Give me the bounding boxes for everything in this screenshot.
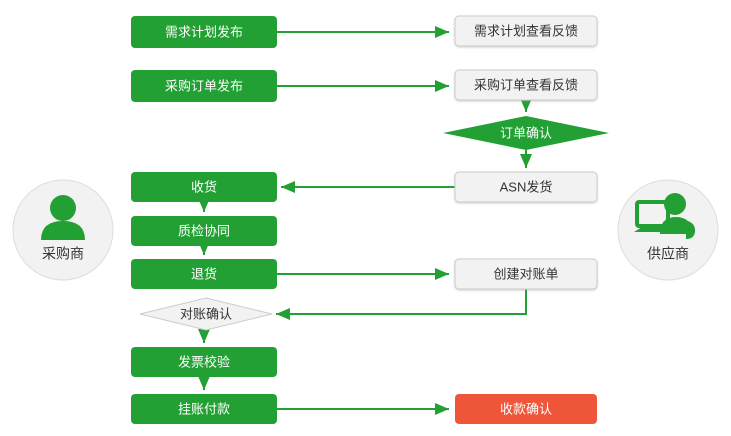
node-purchase-order-publish[interactable]: 采购订单发布 — [131, 70, 277, 102]
actor-supplier: 供应商 — [617, 179, 719, 281]
node-shape[interactable] — [443, 116, 609, 150]
node-create-statement[interactable]: 创建对账单 — [454, 258, 598, 290]
node-shape[interactable] — [454, 69, 598, 101]
node-receive-goods[interactable]: 收货 — [131, 172, 277, 202]
node-shape[interactable] — [454, 171, 598, 203]
node-shape[interactable] — [454, 258, 598, 290]
node-invoice-verify[interactable]: 发票校验 — [131, 347, 277, 377]
node-shape[interactable] — [131, 216, 277, 246]
node-order-confirm[interactable]: 订单确认 — [443, 116, 609, 150]
node-return-goods[interactable]: 退货 — [131, 259, 277, 289]
node-shape[interactable] — [131, 259, 277, 289]
node-shape[interactable] — [131, 70, 277, 102]
connectors-layer — [198, 26, 532, 415]
node-shape[interactable] — [131, 347, 277, 377]
node-shape[interactable] — [455, 394, 597, 424]
node-demand-plan-publish[interactable]: 需求计划发布 — [131, 16, 277, 48]
connector-statement-to-confirm — [276, 289, 527, 320]
node-pending-payment[interactable]: 挂账付款 — [131, 394, 277, 424]
node-shape[interactable] — [454, 15, 598, 47]
actor-buyer: 采购商 — [12, 179, 114, 281]
node-shape[interactable] — [131, 394, 277, 424]
node-shape[interactable] — [131, 16, 277, 48]
node-quality-collab[interactable]: 质检协同 — [131, 216, 277, 246]
node-asn-delivery[interactable]: ASN发货 — [454, 171, 598, 203]
node-shape[interactable] — [131, 172, 277, 202]
actors-layer: 采购商 供应商 — [12, 179, 719, 281]
actor-label: 供应商 — [647, 246, 689, 262]
node-statement-confirm[interactable]: 对账确认 — [139, 297, 273, 331]
node-purchase-order-feedback[interactable]: 采购订单查看反馈 — [454, 69, 598, 101]
person-icon — [41, 195, 85, 240]
actor-label: 采购商 — [42, 246, 84, 262]
node-shape[interactable] — [139, 297, 273, 331]
node-demand-plan-feedback[interactable]: 需求计划查看反馈 — [454, 15, 598, 47]
person-computer-icon — [634, 193, 696, 239]
node-payment-confirm[interactable]: 收款确认 — [455, 394, 597, 424]
